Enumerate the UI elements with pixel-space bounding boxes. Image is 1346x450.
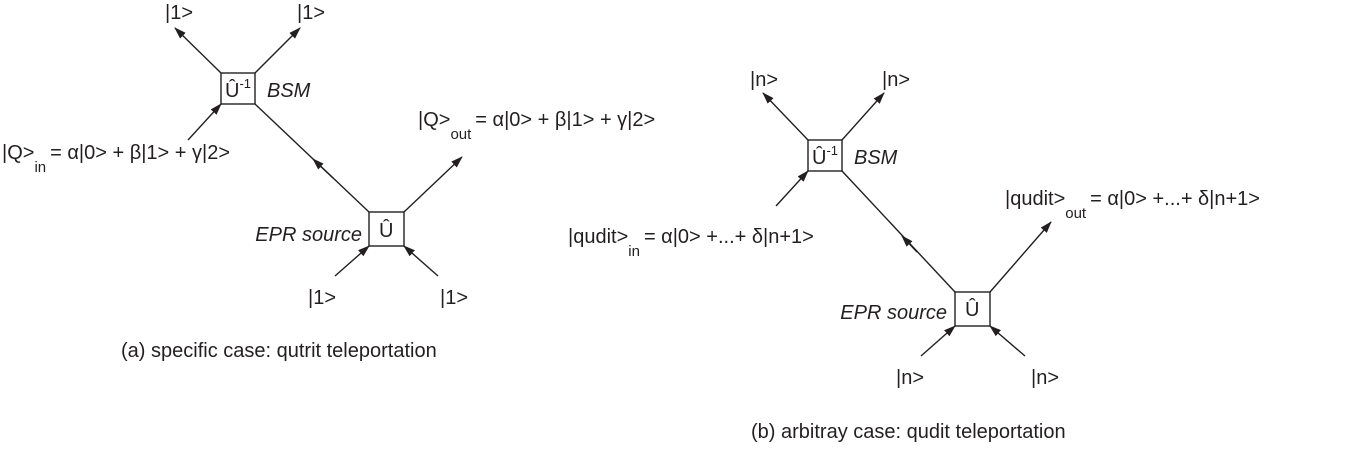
line-a-input-to-bsm	[187, 103, 222, 141]
ket-a-bottom-right: |1>	[440, 287, 468, 309]
line-a-bsm-to-top-left	[174, 27, 222, 74]
epr-a-operator-label: Û	[379, 219, 393, 242]
box-b-epr-operator	[954, 291, 991, 327]
line-b-epr-to-bsm-arrow	[901, 235, 918, 253]
line-a-epr-to-output	[403, 156, 463, 213]
epr-source-a-label: EPR source	[255, 224, 362, 246]
ket-b-top-right: |n>	[882, 69, 910, 91]
line-a-bottom-right-to-epr	[403, 245, 439, 277]
caption-a: (a) specific case: qutrit teleportation	[121, 340, 437, 362]
line-b-bsm-to-top-right	[841, 92, 885, 141]
line-b-epr-to-output	[989, 221, 1052, 293]
ket-b-top-left: |n>	[750, 69, 778, 91]
line-a-bsm-to-top-right	[254, 27, 301, 74]
bsm-b-label: BSM	[854, 147, 898, 169]
box-a-bsm-operator	[220, 72, 256, 105]
output-state-b: |qudit>out= α|0> +...+ δ|n+1>	[1005, 188, 1260, 222]
line-b-input-to-bsm	[775, 170, 809, 207]
bsm-b-operator-label: Û-1	[812, 143, 838, 169]
box-a-epr-operator	[368, 211, 405, 247]
ket-a-top-right: |1>	[297, 2, 325, 24]
line-b-bottom-right-to-epr	[989, 325, 1026, 357]
line-b-bottom-left-to-epr	[920, 325, 956, 357]
ket-a-bottom-left: |1>	[308, 287, 336, 309]
bsm-a-label: BSM	[267, 80, 311, 102]
epr-b-operator-label: Û	[965, 298, 979, 321]
epr-source-b-label: EPR source	[840, 302, 947, 324]
output-state-a: |Q>out= α|0> + β|1> + γ|2>	[418, 109, 655, 143]
ket-b-bottom-left: |n>	[896, 367, 924, 389]
ket-b-bottom-right: |n>	[1031, 367, 1059, 389]
ket-a-top-left: |1>	[165, 2, 193, 24]
box-b-bsm-operator	[807, 139, 843, 172]
line-a-bottom-left-to-epr	[334, 245, 370, 277]
diagram-b: |n> |n> Û-1 BSM |qudit>in= α|0> +...+ δ|…	[568, 69, 1260, 443]
line-a-epr-to-bsm-arrow	[312, 158, 334, 179]
input-state-b: |qudit>in= α|0> +...+ δ|n+1>	[568, 226, 814, 260]
diagram-a: |1> |1> Û-1 BSM |Q>in= α|0> + β|1> + γ|2…	[2, 2, 655, 362]
line-b-epr-to-bsm	[841, 170, 956, 293]
bsm-a-operator-label: Û-1	[225, 76, 251, 102]
caption-b: (b) arbitray case: qudit teleportation	[751, 421, 1066, 443]
line-a-epr-to-bsm	[254, 103, 370, 213]
line-b-bsm-to-top-left	[762, 92, 809, 141]
input-state-a: |Q>in= α|0> + β|1> + γ|2>	[2, 142, 230, 176]
